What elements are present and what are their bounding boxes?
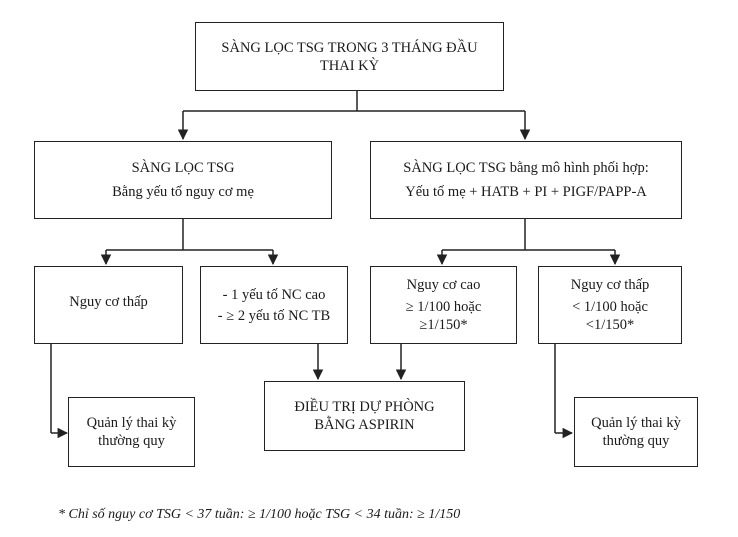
right-branch-box: SÀNG LỌC TSG bằng mô hình phối hợp: Yếu … bbox=[370, 141, 682, 219]
low-risk-right-line1: Nguy cơ thấp bbox=[570, 277, 650, 293]
low-risk-left-box: Nguy cơ thấp bbox=[34, 266, 183, 344]
routine-left-line1: Quản lý thai kỳ bbox=[86, 415, 177, 431]
risk-factors-line2: - ≥ 2 yếu tố NC TB bbox=[217, 307, 331, 324]
left-branch-line2: Bằng yếu tố nguy cơ mẹ bbox=[112, 184, 254, 200]
routine-right-line1: Quản lý thai kỳ bbox=[591, 415, 681, 431]
high-risk-line3: ≥1/150* bbox=[419, 317, 468, 333]
footnote: * Chỉ số nguy cơ TSG < 37 tuần: ≥ 1/100 … bbox=[58, 507, 461, 522]
aspirin-box: ĐIỀU TRỊ DỰ PHÒNG BẰNG ASPIRIN bbox=[264, 381, 465, 451]
routine-left-line2: thường quy bbox=[98, 433, 165, 449]
high-risk-line2: ≥ 1/100 hoặc bbox=[405, 299, 482, 315]
risk-factors-line1: - 1 yếu tố NC cao bbox=[222, 286, 326, 303]
aspirin-line1: ĐIỀU TRỊ DỰ PHÒNG bbox=[294, 399, 435, 415]
left-branch-box: SÀNG LỌC TSG Bằng yếu tố nguy cơ mẹ bbox=[34, 141, 332, 219]
routine-right-box: Quản lý thai kỳ thường quy bbox=[574, 397, 698, 467]
high-risk-line1: Nguy cơ cao bbox=[406, 277, 481, 293]
right-branch-line1: SÀNG LỌC TSG bằng mô hình phối hợp: bbox=[403, 160, 649, 176]
routine-left-box: Quản lý thai kỳ thường quy bbox=[68, 397, 195, 467]
high-risk-box: Nguy cơ cao ≥ 1/100 hoặc ≥1/150* bbox=[370, 266, 517, 344]
aspirin-line2: BẰNG ASPIRIN bbox=[314, 417, 415, 433]
low-risk-right-line3: <1/150* bbox=[585, 317, 635, 333]
top-box-line1: SÀNG LỌC TSG TRONG 3 THÁNG ĐẦU bbox=[221, 39, 478, 56]
top-box: SÀNG LỌC TSG TRONG 3 THÁNG ĐẦU THAI KỲ bbox=[195, 22, 504, 91]
low-risk-right-line2: < 1/100 hoặc bbox=[572, 299, 648, 315]
top-box-line2: THAI KỲ bbox=[319, 57, 380, 74]
routine-right-line2: thường quy bbox=[602, 433, 670, 449]
low-risk-left-line1: Nguy cơ thấp bbox=[69, 294, 148, 310]
risk-factors-box: - 1 yếu tố NC cao - ≥ 2 yếu tố NC TB bbox=[200, 266, 348, 344]
right-branch-line2: Yếu tố mẹ + HATB + PI + PIGF/PAPP-A bbox=[405, 184, 647, 200]
left-branch-line1: SÀNG LỌC TSG bbox=[131, 160, 235, 176]
low-risk-right-box: Nguy cơ thấp < 1/100 hoặc <1/150* bbox=[538, 266, 682, 344]
